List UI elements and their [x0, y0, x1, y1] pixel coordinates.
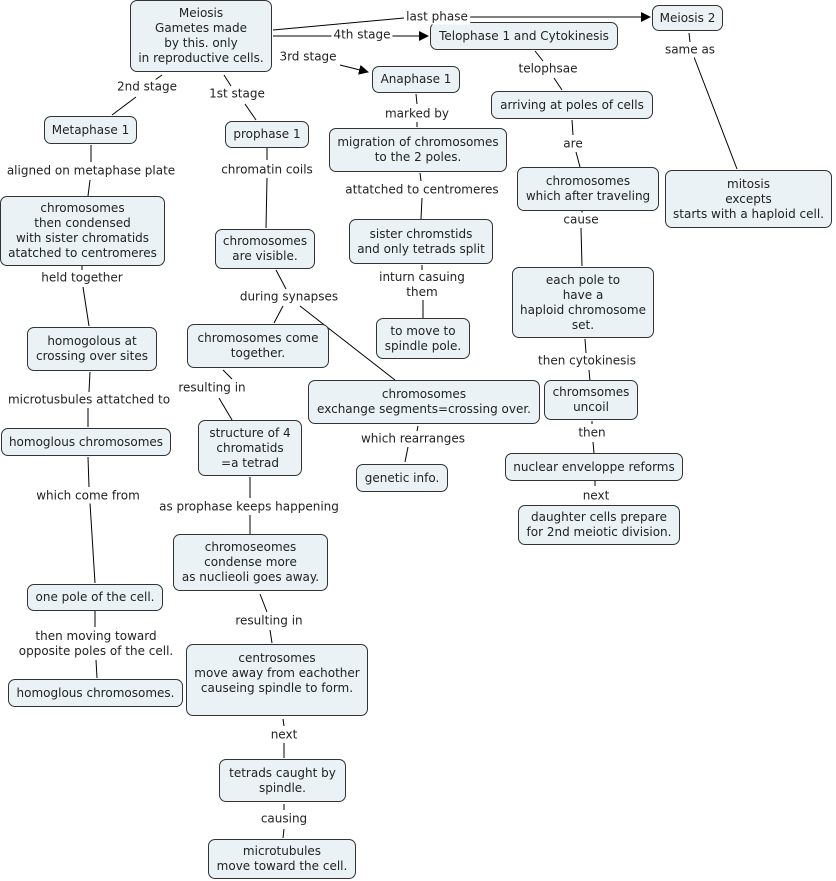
node-anaphase-1[interactable]: Anaphase 1	[372, 66, 460, 93]
node-nuclear[interactable]: nuclear enveloppe reforms	[505, 453, 683, 481]
edge-2nd-metaphase	[111, 96, 137, 116]
link-as-prophase: as prophase keeps happening	[157, 499, 341, 515]
node-meiosis[interactable]: Meiosis Gametes made by this. only in re…	[130, 0, 272, 72]
link-then: then	[576, 425, 608, 441]
edge-causing-microtubules	[282, 828, 285, 839]
edge-migration-attatched	[419, 172, 422, 182]
link-are: are	[561, 136, 585, 152]
edge-aligned-condensed	[87, 179, 91, 197]
edge-resulting-tetrad	[218, 397, 233, 421]
link-which-rearranges: which rearranges	[358, 431, 468, 447]
node-genetic-info[interactable]: genetic info.	[356, 464, 448, 492]
node-exchange[interactable]: chromosomes exchange segments=crossing o…	[308, 380, 540, 424]
node-microtubules[interactable]: microtubules move toward the cell.	[208, 839, 356, 879]
link-microtusbules: microtusbules attatched to	[5, 392, 173, 408]
node-move-spindle[interactable]: to move to spindle pole.	[376, 318, 470, 359]
link-last-phase: last phase	[404, 9, 470, 25]
link-cause: cause	[561, 212, 601, 228]
edge-condense-resulting	[259, 593, 268, 613]
node-meiosis-2[interactable]: Meiosis 2	[652, 5, 723, 31]
edge-resulting-centrosomes	[269, 629, 273, 644]
edge-meiosis-1st	[223, 74, 232, 87]
edge-are-chromtraveling	[575, 151, 581, 168]
edge-visible-synapses	[275, 269, 287, 290]
edge-arriving-are	[571, 119, 574, 136]
link-inturn: inturn casuing them	[377, 270, 467, 300]
link-telophsae: telophsae	[516, 61, 580, 77]
edge-sameas-mitosis	[693, 56, 738, 170]
edge-anaphase-marked	[415, 93, 418, 105]
link-during-synapses: during synapses	[237, 289, 341, 305]
link-same-as: same as	[662, 42, 718, 58]
edge-meiosis2-sameas	[688, 32, 691, 43]
node-mitosis[interactable]: mitosis excepts starts with a haploid ce…	[665, 170, 832, 228]
link-then-cytokinesis: then cytokinesis	[536, 353, 638, 369]
node-tetrads-caught[interactable]: tetrads caught by spindle.	[219, 759, 346, 802]
edge-held-homogolous	[82, 286, 90, 327]
edge-exchange-rearranges	[416, 425, 419, 432]
edge-coils-visible	[265, 177, 268, 229]
node-chrom-visible[interactable]: chromosomes are visible.	[215, 229, 315, 269]
node-each-pole[interactable]: each pole to have a haploid chromosome s…	[512, 267, 654, 338]
link-4th-stage: 4th stage	[331, 27, 393, 43]
edge-1st-prophase	[244, 103, 257, 121]
link-2nd-stage: 2nd stage	[115, 79, 179, 95]
node-metaphase-1[interactable]: Metaphase 1	[44, 116, 137, 144]
edge-3rd-anaphase	[339, 64, 369, 75]
edge-rearranges-genetic	[404, 446, 409, 463]
link-resulting-in-2: resulting in	[233, 613, 305, 629]
node-homoglous-chrom-2[interactable]: homoglous chromosomes.	[8, 679, 183, 707]
link-3rd-stage: 3rd stage	[277, 49, 339, 65]
node-homoglous-chrom[interactable]: homoglous chromosomes	[1, 428, 171, 456]
link-next-2: next	[268, 727, 300, 743]
link-held-together: held together	[39, 270, 125, 286]
edge-eachpole-cytokinesis	[584, 338, 587, 354]
edge-centrosomes-next	[282, 718, 285, 727]
node-daughter[interactable]: daughter cells prepare for 2nd meiotic d…	[518, 505, 680, 545]
edge-cytokinesis-uncoil	[588, 369, 591, 382]
node-migration[interactable]: migration of chromosomes to the 2 poles.	[329, 128, 507, 172]
node-homogolous-sites[interactable]: homogolous at crossing over sites	[27, 327, 157, 371]
link-1st-stage: 1st stage	[207, 86, 267, 102]
node-one-pole[interactable]: one pole of the cell.	[27, 584, 163, 611]
link-which-come-from: which come from	[34, 488, 142, 504]
edge-telophsae-arriving	[553, 77, 563, 91]
edge-comefrom-onepole	[89, 502, 96, 584]
edge-synapses-exchange	[299, 305, 396, 381]
edge-meiosis-lastphase	[272, 17, 405, 31]
node-centrosomes[interactable]: centrosomes move away from eachother cau…	[186, 644, 368, 716]
link-then-moving: then moving toward opposite poles of the…	[16, 629, 176, 659]
edge-meiosis-2nd	[154, 74, 163, 81]
node-chrom-traveling[interactable]: chromosomes which after traveling	[517, 167, 659, 211]
link-resulting-in-1: resulting in	[176, 380, 248, 396]
node-condense-more[interactable]: chromoseomes condense more as nuclieoli …	[173, 534, 328, 591]
edge-homogolous-microtus	[88, 371, 91, 393]
node-come-together[interactable]: chromosomes come together.	[187, 324, 329, 368]
node-chrom-condensed[interactable]: chromosomes then condensed with sister c…	[0, 196, 165, 266]
link-chromatin-coils: chromatin coils	[219, 162, 315, 178]
node-arriving[interactable]: arriving at poles of cells	[491, 91, 653, 119]
edge-then-nuclear	[592, 441, 595, 454]
edge-synapses-together	[273, 305, 284, 324]
link-aligned: aligned on metaphase plate	[4, 163, 178, 179]
link-attatched: attatched to centromeres	[343, 182, 501, 198]
link-next-1: next	[580, 488, 612, 504]
link-causing: causing	[258, 811, 310, 827]
edge-cause-eachpole	[580, 227, 583, 267]
edge-telophase-telophsae	[534, 50, 544, 62]
edge-thenmoving-homoglous2	[95, 659, 98, 679]
node-sister-split[interactable]: sister chromstids and only tetrads split	[349, 219, 493, 264]
node-prophase-1[interactable]: prophase 1	[225, 121, 309, 148]
edge-together-resulting	[222, 369, 233, 380]
edge-homoglous-comefrom	[87, 456, 90, 488]
node-telophase-1[interactable]: Telophase 1 and Cytokinesis	[430, 22, 618, 50]
link-marked-by: marked by	[382, 106, 452, 122]
node-tetrad[interactable]: structure of 4 chromatids =a tetrad	[198, 420, 302, 476]
node-uncoil[interactable]: chromsomes uncoil	[544, 380, 638, 420]
edge-attatched-sister	[420, 197, 423, 220]
